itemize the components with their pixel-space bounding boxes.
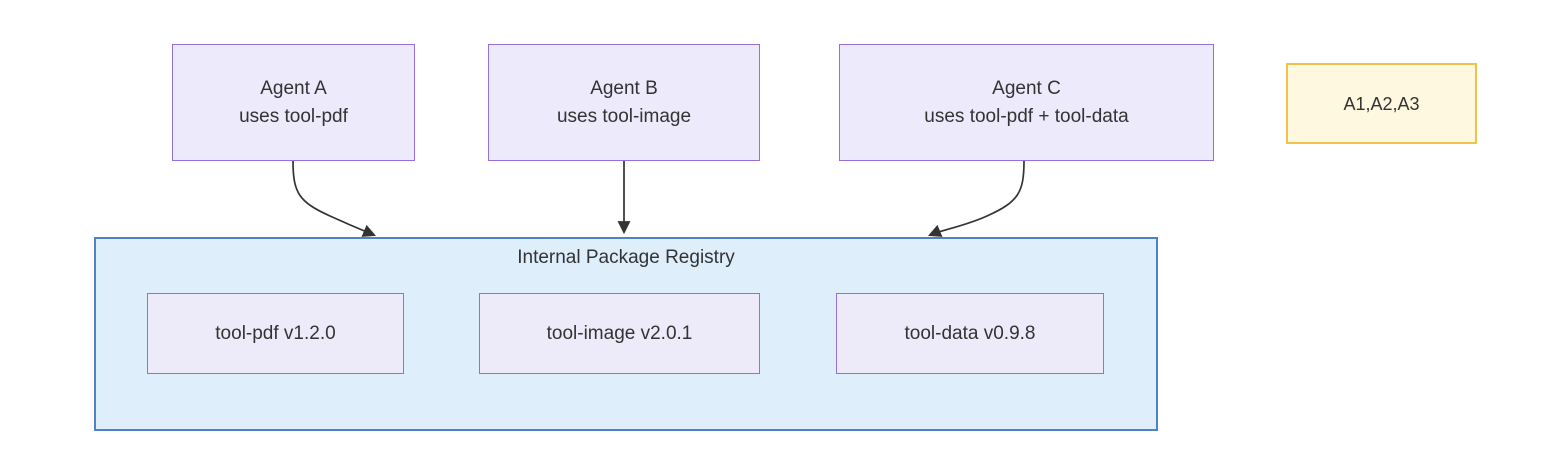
package-tool-image: tool-image v2.0.1 xyxy=(479,293,760,374)
node-agent-b-name: Agent B xyxy=(590,77,658,99)
node-agent-c: Agent C uses tool-pdf + tool-data xyxy=(839,44,1214,161)
node-agent-a-uses: uses tool-pdf xyxy=(239,105,348,127)
package-tool-image-label: tool-image v2.0.1 xyxy=(546,322,693,344)
note-agent-list-label: A1,A2,A3 xyxy=(1343,93,1420,114)
node-agent-a: Agent A uses tool-pdf xyxy=(172,44,415,161)
node-agent-b-uses: uses tool-image xyxy=(556,105,692,127)
package-tool-data: tool-data v0.9.8 xyxy=(836,293,1104,374)
node-agent-c-name: Agent C xyxy=(992,77,1061,99)
arrow-agent-c-to-registry xyxy=(927,160,1025,237)
node-agent-b: Agent B uses tool-image xyxy=(488,44,760,161)
package-tool-pdf-label: tool-pdf v1.2.0 xyxy=(215,322,336,344)
arrow-agent-a-to-registry xyxy=(292,160,377,237)
node-agent-c-uses: uses tool-pdf + tool-data xyxy=(924,105,1129,127)
node-agent-a-name: Agent A xyxy=(260,77,327,99)
note-agent-list: A1,A2,A3 xyxy=(1286,63,1477,144)
registry-title: Internal Package Registry xyxy=(517,247,735,268)
package-tool-data-label: tool-data v0.9.8 xyxy=(904,322,1036,344)
package-tool-pdf: tool-pdf v1.2.0 xyxy=(147,293,404,374)
